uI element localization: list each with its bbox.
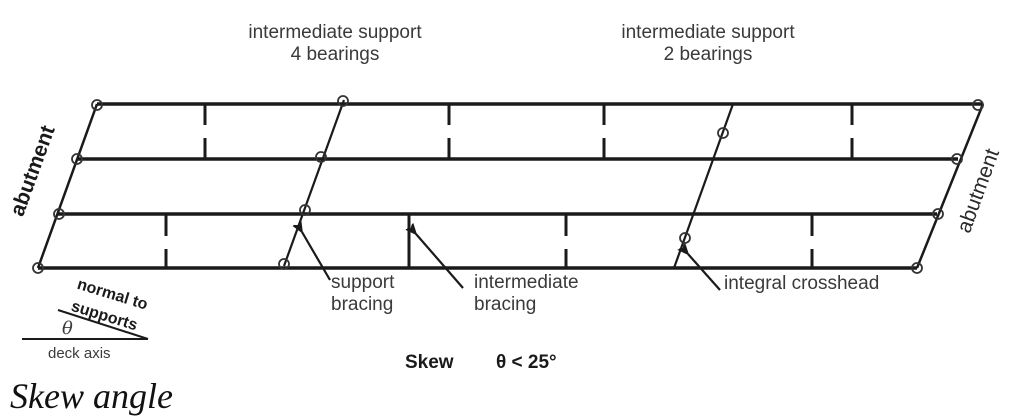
bearing-icon xyxy=(71,153,83,165)
intermediate-bracing-top xyxy=(203,104,854,159)
arrow-intermediate-bracing xyxy=(416,234,464,289)
label-support-4-bearings: intermediate support 4 bearings xyxy=(248,22,422,65)
abutment-left-line xyxy=(36,103,99,269)
bearing-icon xyxy=(32,262,44,274)
intermediate-bracing-bottom xyxy=(164,214,814,268)
bearing-icon xyxy=(717,127,729,139)
bearing-icon xyxy=(91,99,103,111)
support-2-bearings-line xyxy=(672,103,735,269)
label-intermediate-bracing: intermediate bracing xyxy=(474,272,579,315)
label-integral-crosshead: integral crosshead xyxy=(724,273,880,294)
bearing-icon xyxy=(972,99,984,111)
bearing-icon xyxy=(911,262,923,274)
abutment-right-line xyxy=(915,103,985,269)
bearing-icon xyxy=(951,153,963,165)
figure-caption: Skew angle xyxy=(10,376,173,416)
label-support-2-bearings: intermediate support 2 bearings xyxy=(621,22,795,65)
skew-angle-diagram: intermediate support 4 bearings intermed… xyxy=(6,22,1004,416)
support-4-bearings-line xyxy=(282,99,346,267)
arrow-integral-crosshead xyxy=(688,254,721,291)
bearing-icon xyxy=(53,208,65,220)
intermediate-supports xyxy=(282,99,735,269)
label-deck-axis: deck axis xyxy=(48,345,111,362)
theta-symbol: θ xyxy=(62,318,73,339)
leader-arrows xyxy=(302,232,721,291)
bearing-icon xyxy=(299,204,311,216)
label-support-bracing: support bracing xyxy=(331,272,395,315)
bridge-deck-plan xyxy=(22,95,985,340)
bearing-icon xyxy=(315,151,327,163)
skew-angle-inset xyxy=(22,309,149,340)
bearing-icon xyxy=(337,95,349,107)
bearing-icon xyxy=(278,258,290,270)
figure-title-skew: Skew xyxy=(405,352,454,373)
figure-title-condition: θ < 25° xyxy=(496,352,557,373)
bearings xyxy=(32,95,984,274)
arrow-support-bracing xyxy=(302,232,331,281)
abutments xyxy=(36,103,985,269)
bearing-icon xyxy=(932,208,944,220)
girders xyxy=(38,102,983,270)
normal-to-supports-line xyxy=(57,309,149,340)
